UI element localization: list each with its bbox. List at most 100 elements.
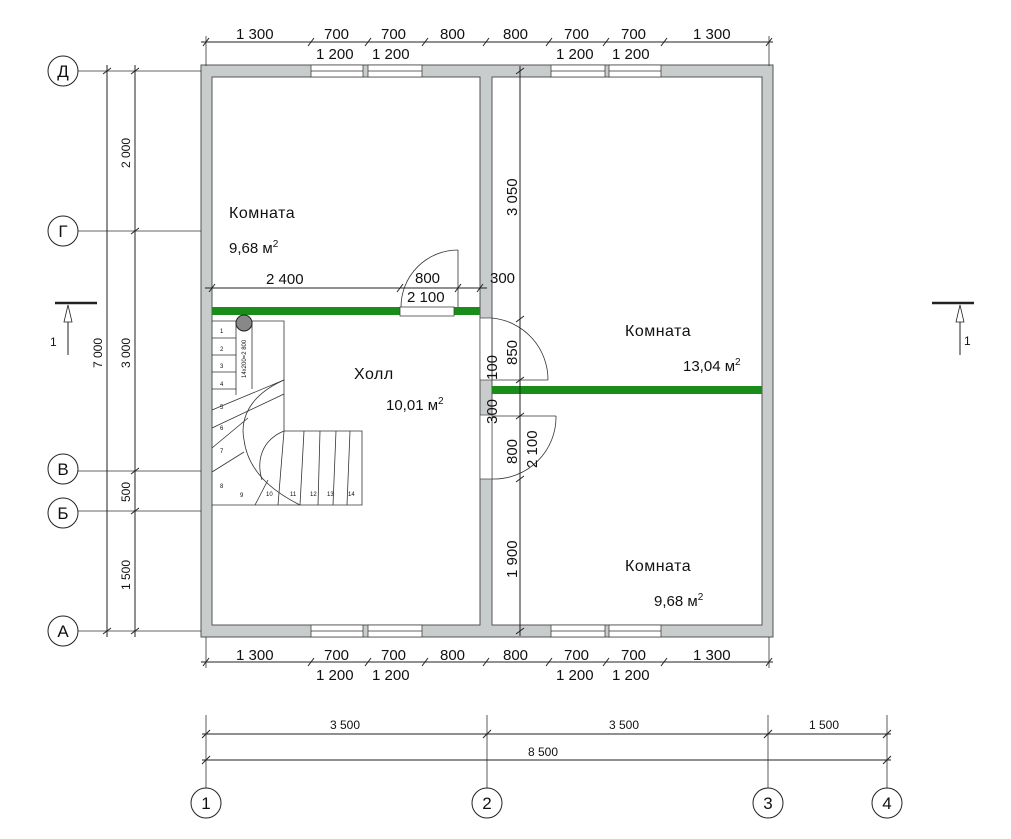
dim-top-2: 700 [324,26,349,43]
stair-step-14: 14 [348,492,355,498]
dim-top-7: 700 [621,26,646,43]
stair-step-12: 12 [310,492,317,498]
dim-300-top: 300 [490,270,515,287]
dim-left-3: 500 [119,482,133,502]
dim-axis-total: 8 500 [528,745,558,759]
windows-bottom [310,624,662,638]
dim-top-win-1: 1 200 [316,46,354,63]
svg-text:Д: Д [57,62,69,81]
axis-bubble-3: 3 [752,787,784,819]
bottom-axes: 3 500 3 500 1 500 8 500 1 2 3 4 [190,715,903,819]
dim-door-2100: 2 100 [407,289,445,306]
partition-left-1 [212,307,400,315]
room-name-3: Комната [625,323,691,340]
section-mark-right: 1 [932,301,974,355]
dim-top-win-4: 1 200 [612,46,650,63]
stair-step-13: 13 [327,492,334,498]
dim-top-3: 700 [381,26,406,43]
stair-step-11: 11 [290,492,297,498]
stair-step-7: 7 [220,449,224,455]
axis-bubble-B: Б [47,497,79,529]
stair-note: 14x200=2 800 [242,339,248,378]
svg-text:4: 4 [882,794,891,813]
room-area-2: 10,01 м2 [386,396,444,414]
dim-bot-5: 800 [503,647,528,664]
axis-bubble-2: 2 [471,787,503,819]
axis-bubble-1: 1 [190,787,222,819]
dim-axis-3: 1 500 [809,718,839,732]
dim-left-total: 7 000 [91,338,105,368]
dim-door-800: 800 [415,270,440,287]
stair-step-10: 10 [266,492,273,498]
dim-bot-win-2: 1 200 [372,667,410,684]
stair-step-8: 8 [220,484,224,490]
dim-bot-6: 700 [564,647,589,664]
dim-bot-2: 700 [324,647,349,664]
svg-text:Б: Б [57,504,68,523]
room-name-1: Комната [229,205,295,222]
dim-100: 100 [484,355,501,380]
axis-bubble-4: 4 [871,787,903,819]
dim-top-5: 800 [503,26,528,43]
room-area-4: 9,68 м2 [654,592,704,610]
axis-bubble-A: А [47,615,79,647]
dim-left-4: 1 500 [119,560,133,590]
stair-step-3: 3 [220,364,224,370]
room-area-1: 9,68 м2 [229,239,279,257]
central-doors [479,317,557,480]
left-axes: 7 000 2 000 3 000 500 1 500 Д Г В Б А [47,55,201,647]
stair-step-5: 5 [220,405,224,411]
staircase: 1 2 3 4 5 6 7 8 9 10 11 12 13 14 14x200=… [211,314,363,506]
dim-axis-1: 3 500 [330,718,360,732]
stair-step-1: 1 [220,329,224,335]
svg-text:2: 2 [482,794,491,813]
stair-post [235,314,253,332]
dim-2400: 2 400 [266,271,304,288]
svg-text:1: 1 [964,334,971,348]
dim-bot-4: 800 [440,647,465,664]
dim-bot-7: 700 [621,647,646,664]
stair-step-4: 4 [220,382,224,388]
dim-850: 850 [504,340,521,365]
axis-bubble-D: Д [47,55,79,87]
svg-text:В: В [57,460,68,479]
dim-top-win-3: 1 200 [556,46,594,63]
dim-bot-win-4: 1 200 [612,667,650,684]
dim-bot-win-1: 1 200 [316,667,354,684]
dim-top-1: 1 300 [236,26,274,43]
axis-bubble-V: В [47,453,79,485]
dim-top-8: 1 300 [693,26,731,43]
svg-text:1: 1 [50,335,57,349]
bottom-dimensions: 1 300 700 700 800 800 700 700 1 300 1 20… [201,637,773,684]
room-area-3: 13,04 м2 [683,357,741,375]
room-name-2: Холл [354,366,394,383]
dim-top-win-2: 1 200 [372,46,410,63]
door-left-partition [399,249,459,317]
interior-dims: 2 400 800 2 100 300 3 050 850 100 300 80… [205,66,541,636]
svg-text:3: 3 [763,794,772,813]
dim-left-1: 2 000 [119,138,133,168]
dim-3050: 3 050 [504,178,521,216]
dim-axis-2: 3 500 [609,718,639,732]
partition-left-2 [454,307,480,315]
dim-bot-3: 700 [381,647,406,664]
dim-bot-1: 1 300 [236,647,274,664]
dim-1900: 1 900 [504,540,521,578]
axis-bubble-G: Г [47,215,79,247]
partition-right [492,386,762,394]
section-mark-left: 1 [50,301,97,355]
dim-door2-2100: 2 100 [524,430,541,468]
svg-text:А: А [57,622,69,641]
svg-text:1: 1 [201,794,210,813]
top-dimensions: 1 300 700 700 800 800 700 700 1 300 1 20… [201,26,773,66]
stair-step-2: 2 [220,347,224,353]
dim-bot-win-3: 1 200 [556,667,594,684]
dim-top-6: 700 [564,26,589,43]
room-name-4: Комната [625,558,691,575]
windows-top [310,64,662,78]
dim-bot-8: 1 300 [693,647,731,664]
stair-step-9: 9 [240,493,244,499]
dim-800: 800 [504,439,521,464]
dim-top-4: 800 [440,26,465,43]
